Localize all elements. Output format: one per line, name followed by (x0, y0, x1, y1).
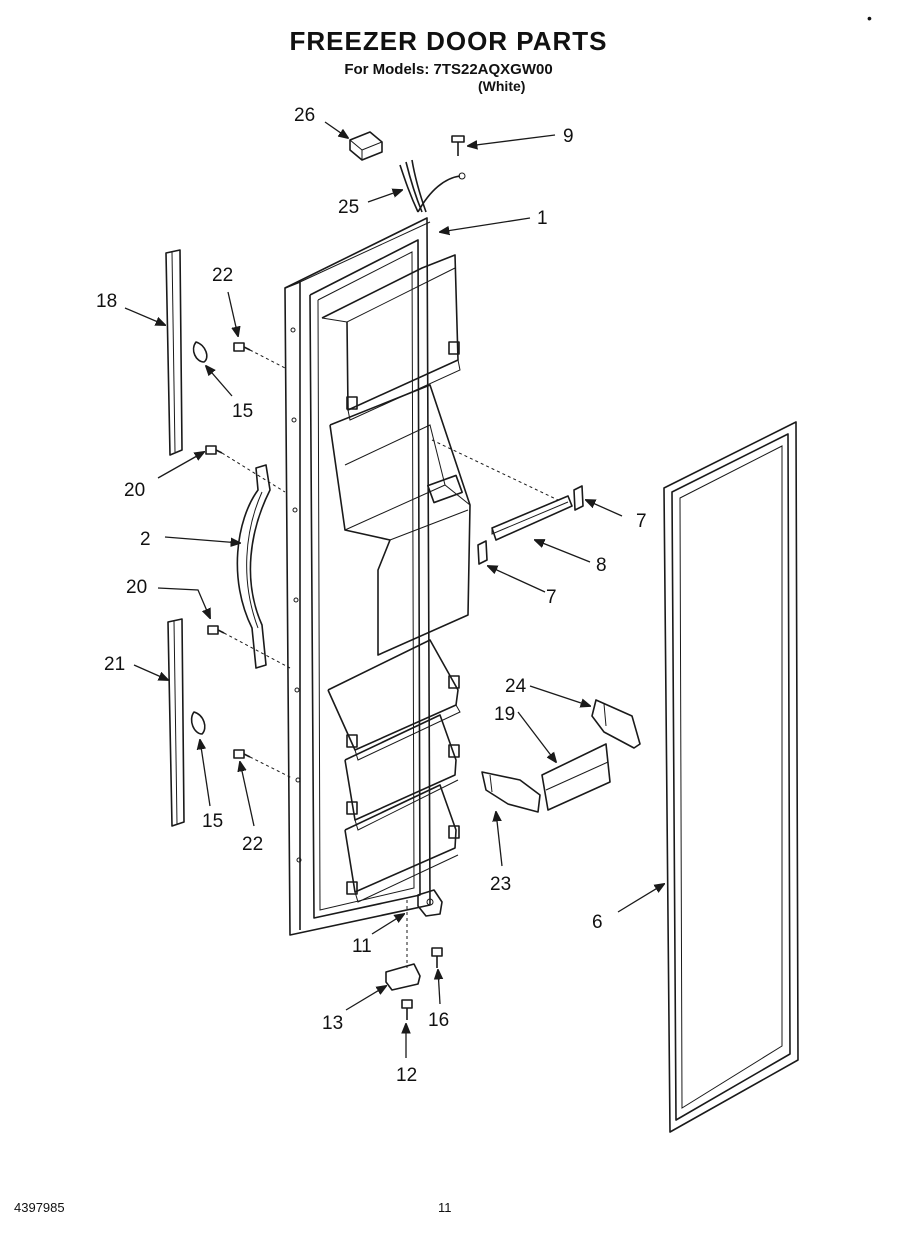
part-1-door-panel (284, 217, 471, 936)
part-13-hinge-block (385, 963, 421, 991)
callout-21: 21 (104, 654, 125, 675)
callout-25: 25 (338, 197, 359, 218)
page-number: 11 (438, 1200, 452, 1215)
callout-18: 18 (96, 291, 117, 312)
callout-8: 8 (596, 555, 607, 576)
callout-26: 26 (294, 105, 315, 126)
callout-labels: 26 9 25 1 22 18 15 20 7 2 8 7 20 21 24 1… (96, 105, 647, 1086)
part-24-bin-end (591, 699, 641, 749)
callout-15-lower: 15 (202, 811, 223, 832)
part-21-trim-strip (167, 618, 185, 827)
part-9-screw (451, 135, 465, 156)
part-25-wire-harness (399, 159, 466, 213)
part-15-clip-lower (190, 711, 206, 735)
callout-15-upper: 15 (232, 401, 253, 422)
part-23-bin-end (481, 771, 541, 813)
model-subtitle: For Models: 7TS22AQXGW00 (344, 61, 553, 78)
callout-6: 6 (592, 912, 603, 933)
callout-2: 2 (140, 529, 151, 550)
callout-22-lower: 22 (242, 834, 263, 855)
part-16-hinge-bracket (417, 889, 443, 917)
callout-13: 13 (322, 1013, 343, 1034)
callout-11: 11 (352, 936, 372, 957)
part-26-connector (349, 131, 383, 161)
callout-24: 24 (505, 676, 527, 697)
part-15-clip-upper (192, 341, 208, 363)
color-variant: (White) (478, 78, 526, 94)
part-12-screw (401, 999, 413, 1020)
part-22-screw-lower (233, 749, 251, 759)
callout-16: 16 (428, 1010, 449, 1031)
document-number: 4397985 (14, 1200, 65, 1215)
callout-20-lower: 20 (126, 577, 147, 598)
door-flange-holes (290, 327, 302, 863)
part-19-shelf-front (541, 743, 611, 811)
callout-20-upper: 20 (124, 480, 145, 501)
part-22-screw-upper (233, 342, 251, 352)
part-18-trim-strip (165, 249, 183, 456)
callout-9: 9 (563, 126, 574, 147)
part-6-gasket (663, 421, 799, 1133)
leader-lines (124, 121, 664, 1058)
corner-mark: • (867, 10, 872, 26)
part-7-end-cap-upper (573, 485, 584, 511)
callout-22-upper: 22 (212, 265, 233, 286)
part-8-trim-bar (491, 495, 573, 541)
callout-7-upper: 7 (636, 511, 647, 532)
callout-19: 19 (494, 704, 515, 725)
part-20-screw-upper (205, 445, 223, 455)
part-7-end-cap-lower (477, 540, 488, 565)
callout-23: 23 (490, 874, 511, 895)
callout-1: 1 (537, 208, 548, 229)
callout-12: 12 (396, 1065, 417, 1086)
part-16-screw (431, 947, 443, 968)
callout-7-lower: 7 (546, 587, 557, 608)
part-20-screw-lower (207, 625, 225, 635)
part-2-handle (236, 464, 271, 669)
page-title: FREEZER DOOR PARTS (289, 26, 608, 56)
